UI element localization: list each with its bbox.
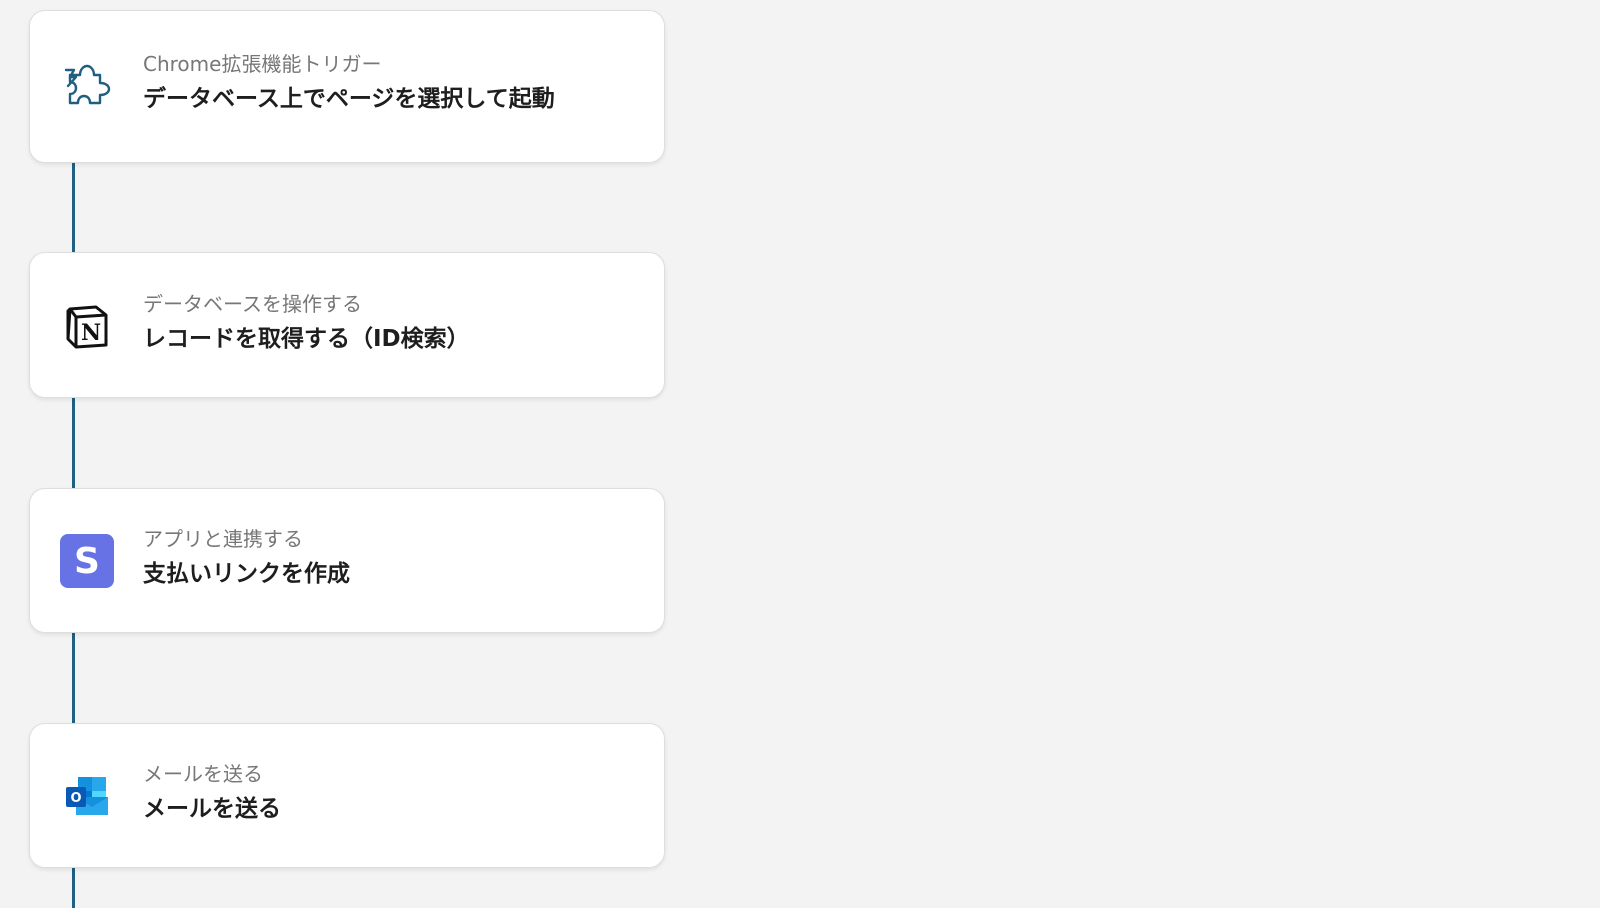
step-title: メールを送る	[143, 796, 281, 822]
step-title: データベース上でページを選択して起動	[143, 86, 555, 112]
puzzle-icon	[60, 59, 114, 113]
step-subtitle: アプリと連携する	[143, 527, 303, 551]
flow-connector-4	[72, 868, 75, 908]
stripe-letter: S	[60, 534, 114, 588]
flow-step-notion-get-record[interactable]: N データベースを操作する レコードを取得する（ID検索）	[29, 252, 665, 398]
flow-connector-1	[72, 163, 75, 252]
flow-step-send-mail[interactable]: O メールを送る メールを送る	[29, 723, 665, 868]
step-subtitle: データベースを操作する	[143, 292, 362, 316]
notion-icon: N	[60, 299, 114, 353]
stripe-icon: S	[60, 534, 114, 588]
step-title: 支払いリンクを作成	[143, 561, 350, 587]
outlook-icon: O	[60, 769, 114, 823]
step-title: レコードを取得する（ID検索）	[143, 326, 470, 352]
flow-connector-3	[72, 633, 75, 723]
step-subtitle: メールを送る	[143, 762, 263, 786]
flow-step-stripe-payment-link[interactable]: S アプリと連携する 支払いリンクを作成	[29, 488, 665, 633]
svg-text:N: N	[81, 320, 101, 346]
step-subtitle: Chrome拡張機能トリガー	[143, 52, 382, 76]
flow-connector-2	[72, 398, 75, 488]
flow-step-chrome-trigger[interactable]: Chrome拡張機能トリガー データベース上でページを選択して起動	[29, 10, 665, 163]
outlook-letter: O	[70, 791, 81, 806]
